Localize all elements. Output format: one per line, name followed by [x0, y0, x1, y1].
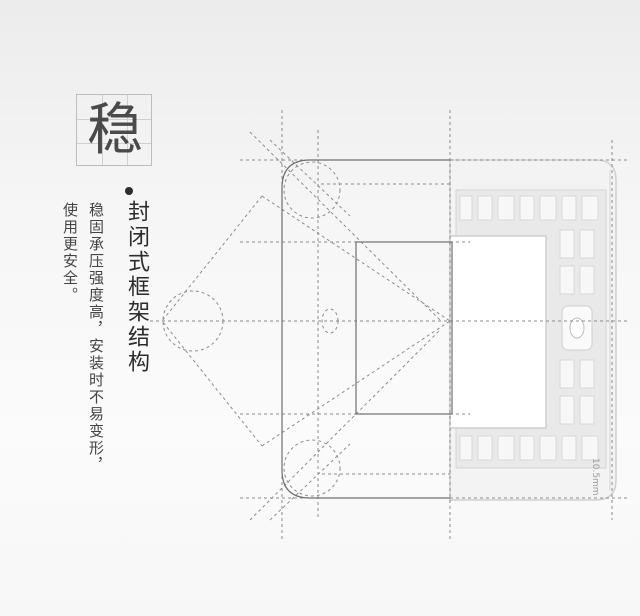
title-grid-line: [102, 95, 103, 165]
title-grid-line: [77, 119, 151, 120]
frame-photo: [449, 159, 617, 501]
title-grid-line: [127, 95, 128, 165]
title-char: 稳: [87, 98, 143, 163]
bullet-dot: [125, 187, 133, 195]
title-char-box: 稳: [76, 94, 152, 166]
size-mark: 10.5mm: [590, 458, 600, 496]
title-grid-line: [77, 143, 151, 144]
headline: 封闭式框架结构: [124, 200, 149, 375]
description-line-1: 稳固承压强度高，安装时不易变形，: [87, 202, 105, 474]
frame-outline: [281, 159, 453, 499]
description-line-2: 使用更安全。: [61, 202, 79, 304]
